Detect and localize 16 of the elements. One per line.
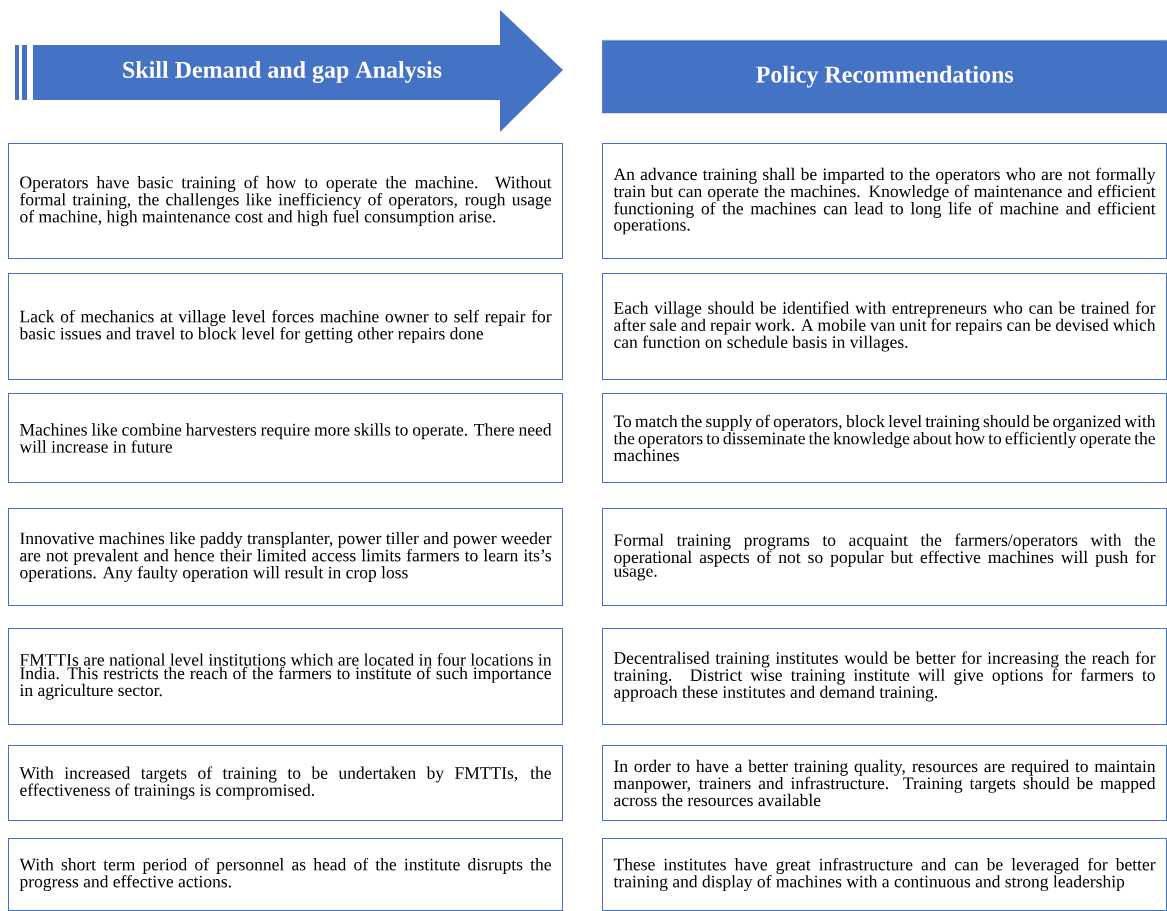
text-box: Formal training programs to acquaint the farmers/operators with the operational aspects of not so popular but effective machines will push for usage. bbox=[602, 508, 1167, 606]
arrow-banner: Skill Demand and gap Analysis bbox=[15, 10, 563, 132]
text-box: Decentralised training institutes would be better for increasing the reach for training. District wise training institute will give options for farmers to approach these institutes and demand training. bbox=[602, 628, 1167, 725]
text-box: Lack of mechanics at village level forces machine owner to self repair for basic issues and travel to block level for getting other repairs done bbox=[8, 273, 563, 380]
text-box: With increased targets of training to be undertaken by FMTTIs, the effectiveness of trainings is compromised. bbox=[8, 745, 563, 821]
text-box: With short term period of personnel as head of the institute disrupts the progress and effective actions. bbox=[8, 838, 563, 911]
text-box: In order to have a better training quality, resources are required to maintain manpower, trainers and infrastructure. Training targets should be mapped across the resources available bbox=[602, 745, 1167, 821]
text-box: Each village should be identified with entrepreneurs who can be trained for after sale and repair work. A mobile van unit for repairs can be devised which can function on schedule basis in villages. bbox=[602, 273, 1167, 380]
text-box: Operators have basic training of how to operate the machine. Without formal training, the challenges like inefficiency of operators, rough usage of machine, high maintenance cost and high fuel consumption arise. bbox=[8, 143, 563, 259]
text-box: FMTTIs are national level institutions which are located in four locations in India. This restricts the reach of the farmers to institute of such importance in agriculture sector. bbox=[8, 628, 563, 725]
text-box: To match the supply of operators, block level training should be organized with the operators to disseminate the knowledge about how to efficiently operate the machines bbox=[602, 393, 1167, 483]
text-box: Machines like combine harvesters require more skills to operate. There need will increase in future bbox=[8, 393, 563, 483]
header-box: Policy Recommendations bbox=[602, 40, 1167, 114]
text-box: These institutes have great infrastructure and can be leveraged for better training and display of machines with a continuous and strong leadership bbox=[602, 838, 1167, 911]
text-box: Innovative machines like paddy transplanter, power tiller and power weeder are not prevalent and hence their limited access limits farmers to learn its’s operations. Any faulty operation will result in crop loss bbox=[8, 508, 563, 606]
text-box: An advance training shall be imparted to the operators who are not formally train but can operate the machines. Knowledge of maintenance and efficient functioning of the machines can lead to long life of machine and efficient operations. bbox=[602, 143, 1167, 259]
